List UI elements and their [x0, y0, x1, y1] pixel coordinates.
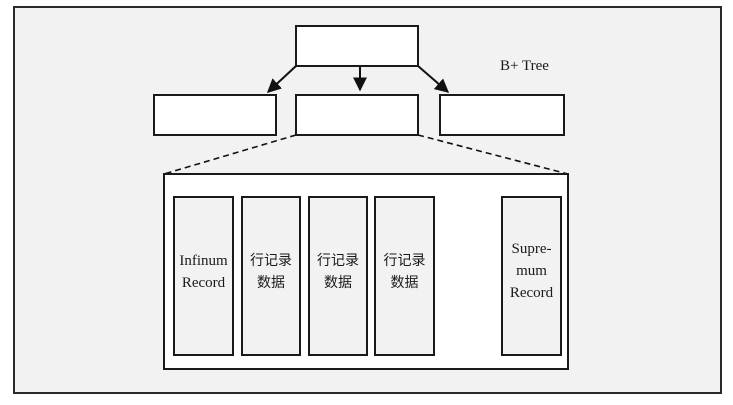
record-box-row-3	[374, 196, 435, 356]
record-label-row-3: 行记录 数据	[383, 253, 426, 291]
tree-title: B+ Tree	[500, 58, 549, 74]
record-box-supremum	[501, 196, 562, 356]
record-box-row-1	[241, 196, 301, 356]
record-label-row-2: 行记录 数据	[317, 253, 359, 291]
record-box-infimum	[173, 196, 234, 356]
dashed-expansion-right	[417, 134, 569, 175]
arrow-root-to-right	[417, 65, 450, 93]
root-node	[295, 25, 419, 67]
record-label-row-1: 行记录 数据	[250, 253, 292, 291]
dashed-expansion-left	[163, 134, 297, 175]
child-node-middle	[295, 94, 419, 136]
record-label-infimum: Infinum Record	[179, 253, 228, 291]
record-box-row-2	[308, 196, 368, 356]
child-node-right	[439, 94, 565, 136]
arrow-root-to-left	[266, 65, 297, 93]
child-node-left	[153, 94, 277, 136]
record-label-supremum: Supre- mum Record	[509, 241, 554, 301]
